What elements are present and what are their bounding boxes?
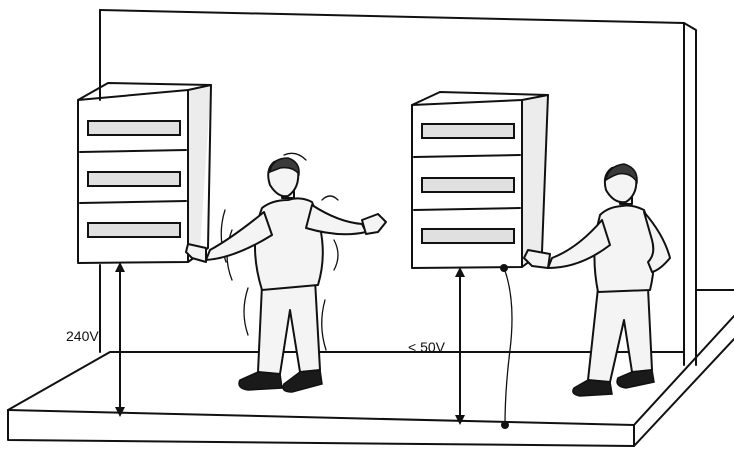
left-voltage-label: 240V (66, 328, 99, 344)
right-voltage-label: < 50V (408, 339, 446, 355)
left-cabinet (77, 82, 212, 264)
ground-wire (500, 264, 513, 429)
floor-slab (7, 315, 734, 447)
shocked-person (185, 152, 387, 393)
safe-person (523, 163, 671, 397)
right-cabinet (411, 91, 549, 269)
back-wall (99, 9, 734, 366)
